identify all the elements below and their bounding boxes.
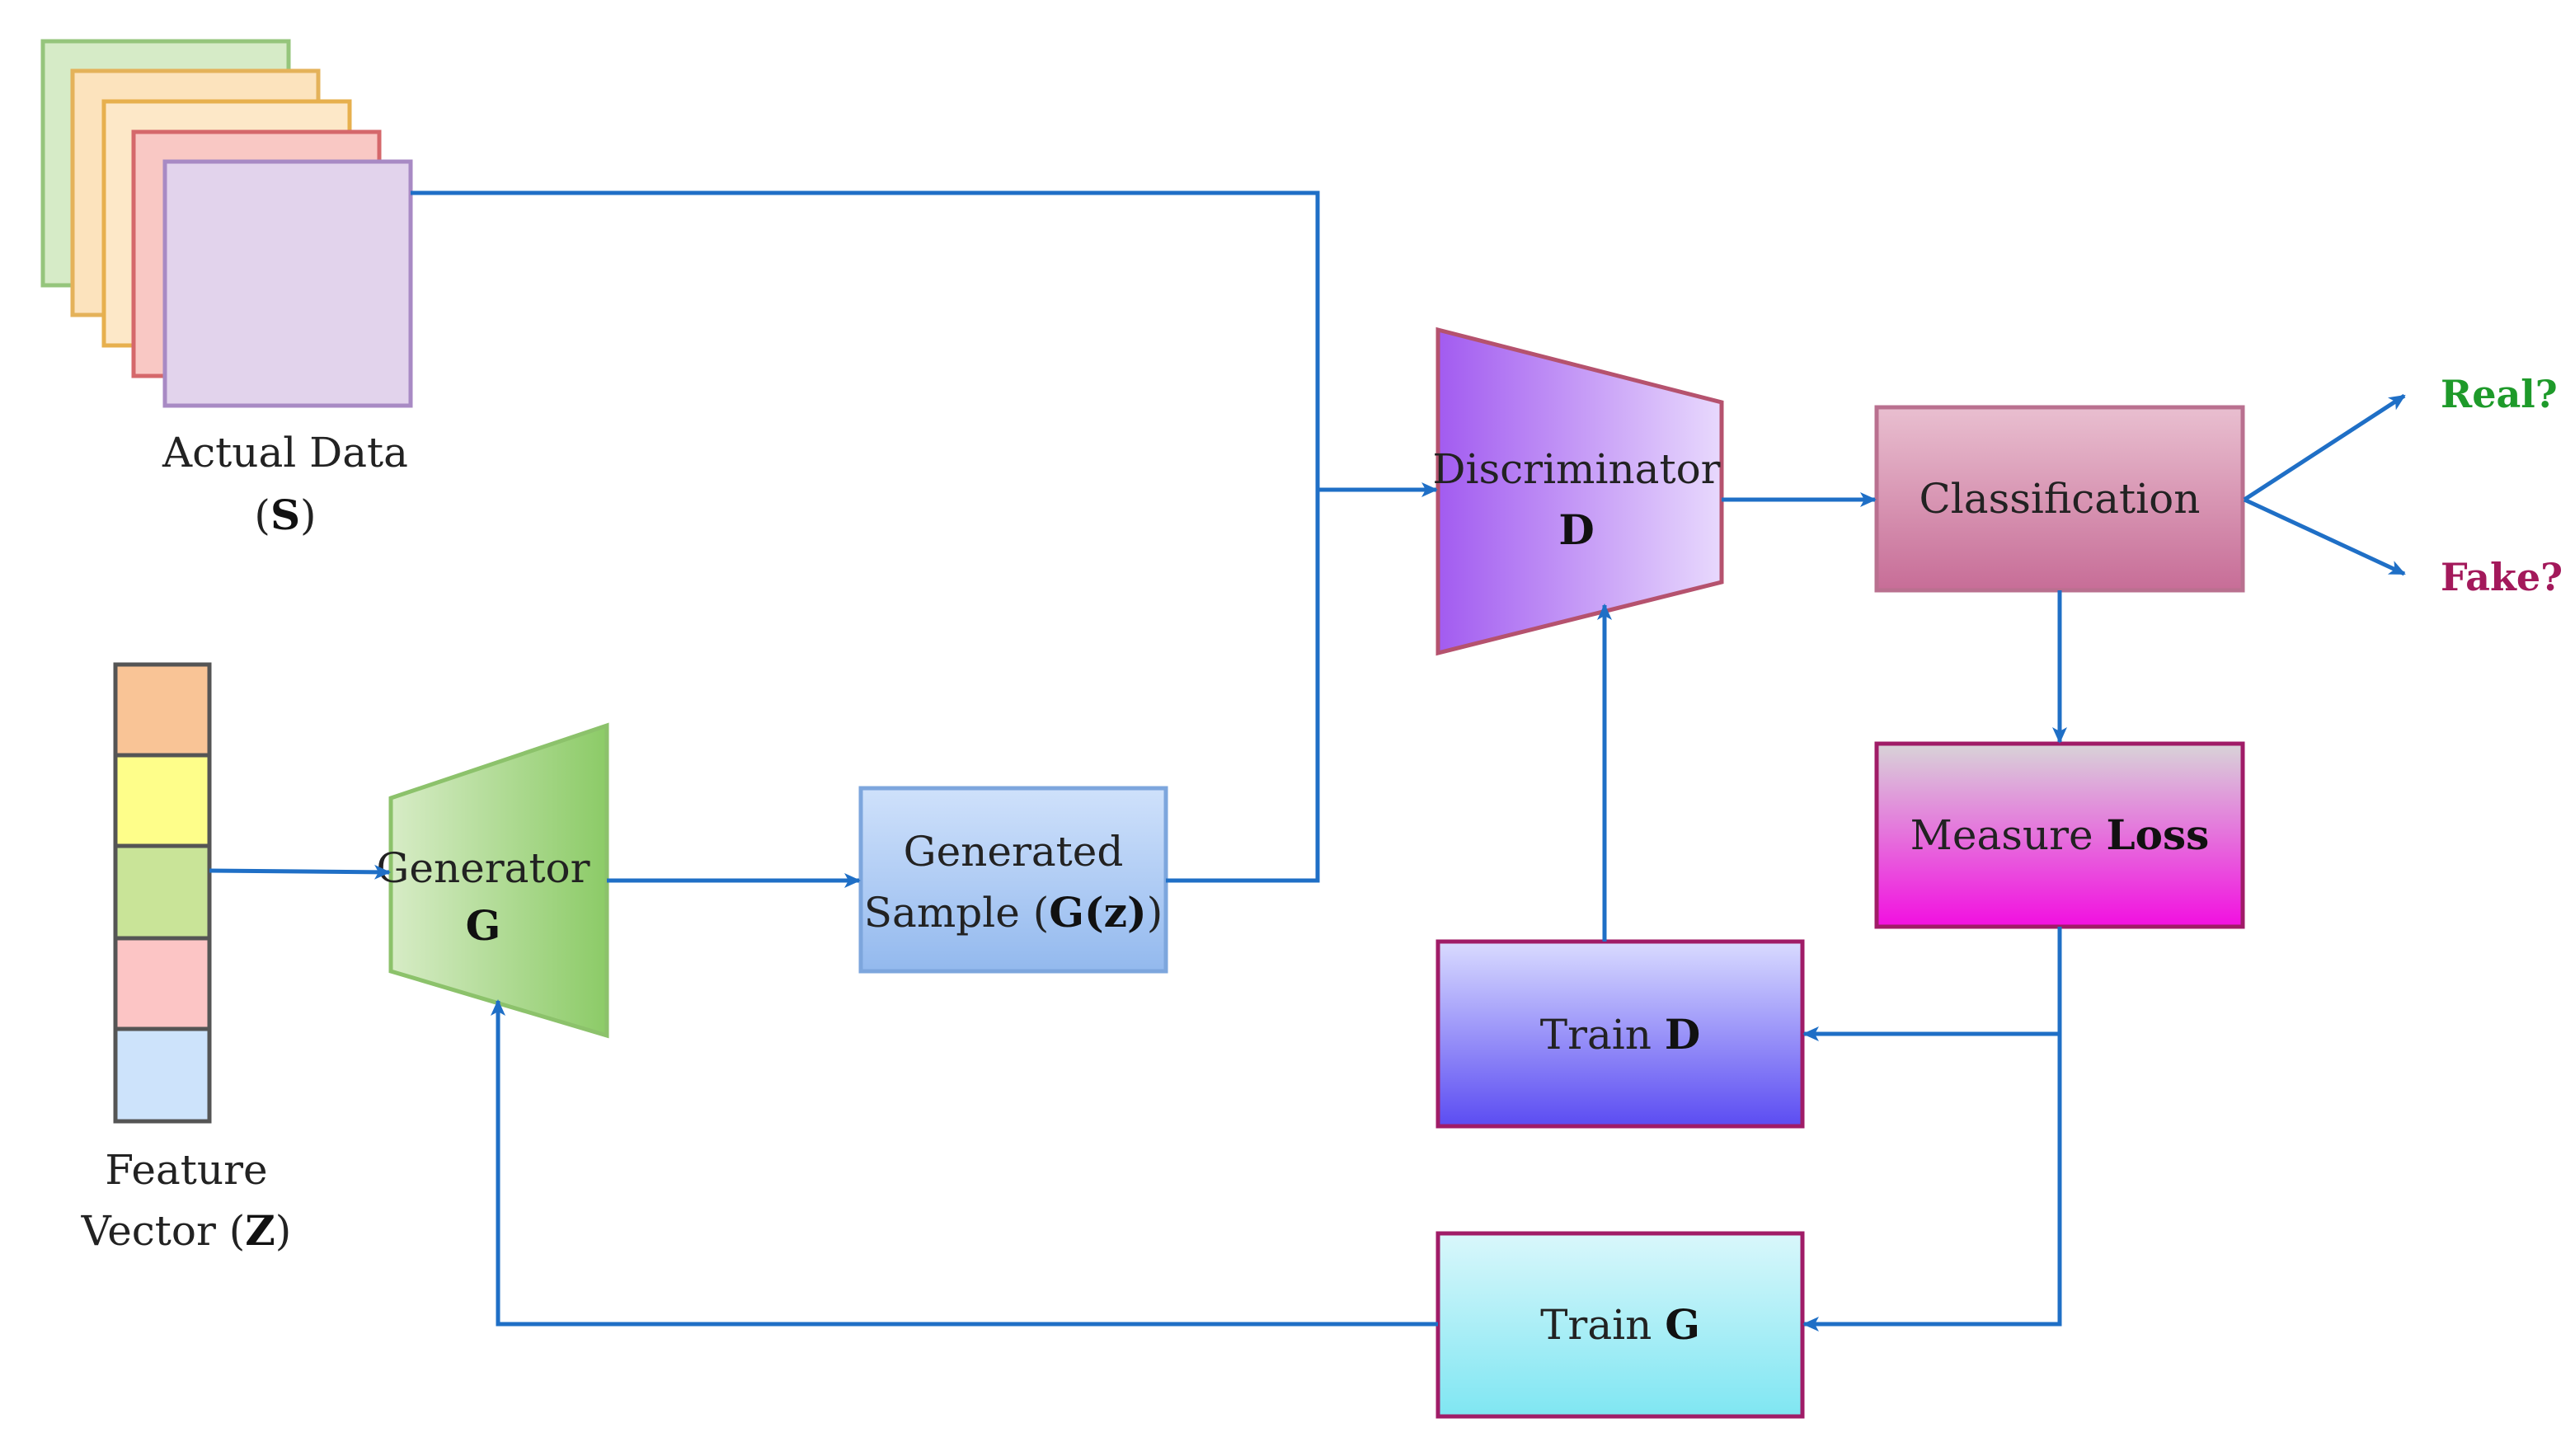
feature-vector-symbol: Vector (Z) — [81, 1206, 292, 1255]
feature-cell-3 — [113, 843, 212, 941]
feature-cell-1 — [113, 662, 212, 758]
classification-label: Classification — [1920, 475, 2201, 523]
arrow-train-g-to-generator — [491, 999, 1438, 1327]
actual-data-label: Actual Data — [162, 429, 408, 477]
arrow-loss-to-train-g — [1802, 1034, 2062, 1332]
arrow-classification-to-real — [2243, 393, 2406, 502]
feature-cell-5 — [113, 1026, 212, 1124]
feature-vector — [113, 662, 212, 1124]
measure-loss-label: Measure Loss — [1910, 810, 2210, 859]
feature-vector-label: Feature — [105, 1146, 267, 1194]
generated-sample-line2: Sample (G(z)) — [864, 888, 1163, 937]
arrow-feature-vector-to-generator — [209, 864, 391, 880]
classification-box — [1874, 405, 2245, 593]
data-layer-5 — [162, 159, 413, 408]
arrow-actual-data-to-discriminator — [411, 190, 1438, 497]
discriminator-block — [1436, 326, 1724, 656]
discriminator-label: Discriminator — [1432, 445, 1720, 493]
train-g-label: Train G — [1540, 1300, 1700, 1349]
generator-symbol: G — [466, 901, 501, 950]
feature-cell-4 — [113, 936, 212, 1031]
generator-label: Generator — [376, 844, 590, 892]
feature-cell-2 — [113, 753, 212, 848]
actual-data-symbol: (S) — [254, 491, 316, 539]
train-d-label: Train D — [1540, 1010, 1701, 1059]
generated-sample-line1: Generated — [904, 828, 1124, 876]
actual-data-stack — [40, 39, 413, 408]
generated-sample-box — [858, 786, 1168, 974]
generator-block — [388, 722, 609, 1039]
arrow-generated-sample-to-discriminator — [1166, 490, 1320, 883]
discriminator-symbol: D — [1558, 505, 1594, 554]
real-output-label: Real? — [2441, 372, 2558, 416]
measure-loss-box — [1874, 741, 2245, 929]
arrow-classification-to-fake — [2243, 497, 2406, 576]
arrow-loss-to-train-d — [1802, 927, 2062, 1041]
fake-output-label: Fake? — [2441, 555, 2563, 599]
